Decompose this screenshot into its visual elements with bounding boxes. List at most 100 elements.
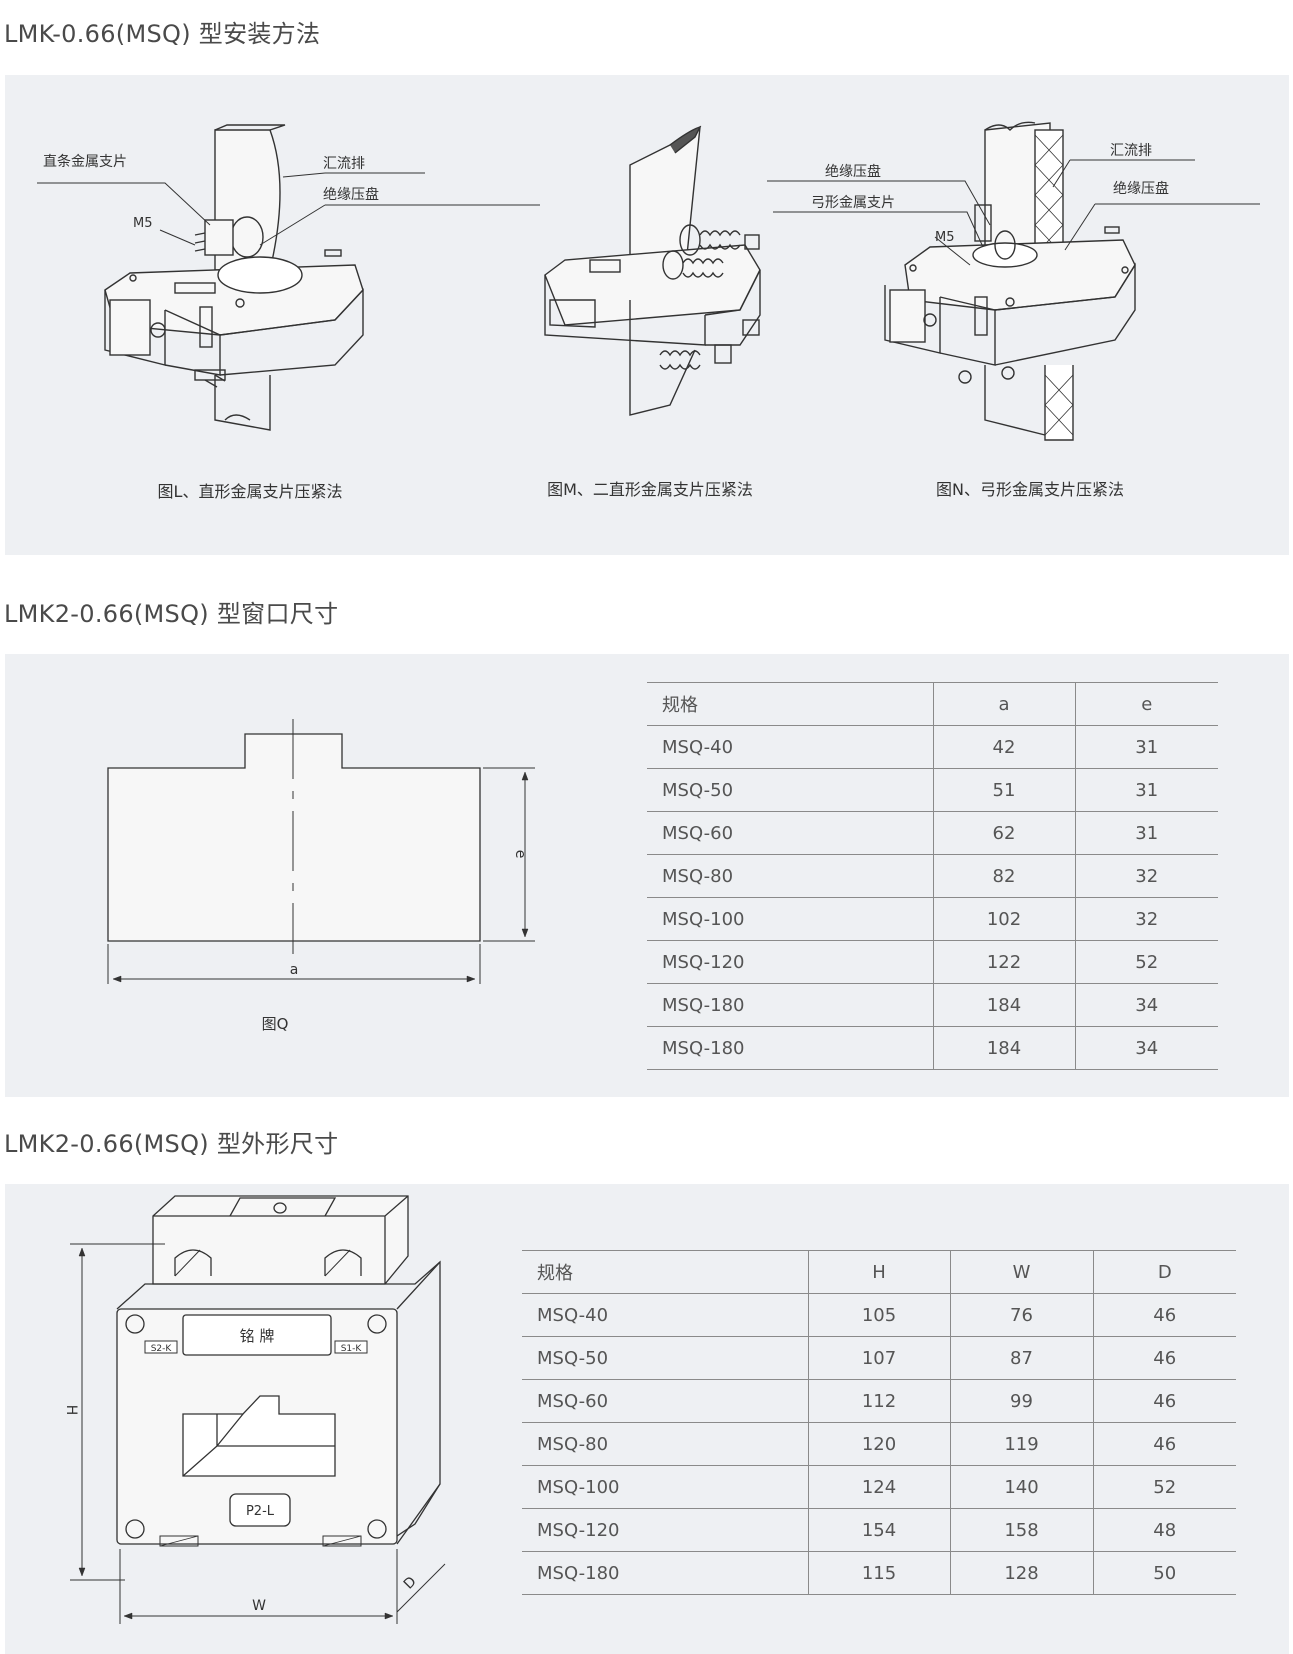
label-straight-plate: 直条金属支片 <box>43 153 127 170</box>
caption-fig-q: 图Q <box>261 1015 289 1033</box>
outline-diagram: 铭 牌 S2-K S1-K P2-L H W D <box>63 1195 446 1624</box>
cell-d: 50 <box>1092 1551 1236 1595</box>
cell-h: 112 <box>807 1379 950 1423</box>
label-disc-l: 绝缘压盘 <box>323 186 379 203</box>
cell-a: 122 <box>932 940 1075 984</box>
table-header-row: 规格 H W D <box>522 1250 1236 1294</box>
cell-e: 34 <box>1074 983 1218 1027</box>
caption-fig-m: 图M、二直形金属支片压紧法 <box>547 480 753 499</box>
cell-h: 154 <box>807 1508 950 1552</box>
outline-panel: 铭 牌 S2-K S1-K P2-L H W D 规格 H W D MSQ-40… <box>5 1184 1289 1654</box>
cell-h: 124 <box>807 1465 950 1509</box>
cell-w: 158 <box>949 1508 1093 1552</box>
label-bow-plate: 弓形金属支片 <box>811 195 895 211</box>
cell-d: 52 <box>1092 1465 1236 1509</box>
cell-e: 52 <box>1074 940 1218 984</box>
dim-e: e <box>512 850 528 859</box>
label-m5-l: M5 <box>133 216 153 231</box>
cell-spec: MSQ-80 <box>647 854 933 898</box>
label-busbar-n: 汇流排 <box>1110 143 1152 159</box>
cell-w: 99 <box>949 1379 1093 1423</box>
install-diagrams: 直条金属支片 汇流排 绝缘压盘 M5 绝缘压盘 弓形金属支片 M5 汇流排 绝缘… <box>37 121 1260 441</box>
section-title-install: LMK-0.66(MSQ) 型安装方法 <box>4 20 321 48</box>
cell-spec: MSQ-180 <box>522 1551 808 1595</box>
header-w: W <box>949 1250 1093 1294</box>
cell-e: 31 <box>1074 725 1218 769</box>
cell-h: 107 <box>807 1336 950 1380</box>
header-spec: 规格 <box>522 1250 808 1294</box>
cell-e: 31 <box>1074 768 1218 812</box>
cell-d: 46 <box>1092 1422 1236 1466</box>
cell-w: 76 <box>949 1293 1093 1337</box>
label-m5-n: M5 <box>935 230 955 245</box>
terminal-p2: P2-L <box>246 1504 275 1519</box>
cell-spec: MSQ-40 <box>647 725 933 769</box>
header-d: D <box>1092 1250 1236 1294</box>
cell-a: 184 <box>932 983 1075 1027</box>
cell-spec: MSQ-50 <box>522 1336 808 1380</box>
dim-h: H <box>63 1405 79 1416</box>
header-e: e <box>1074 682 1218 726</box>
label-busbar-l: 汇流排 <box>323 156 365 172</box>
cell-spec: MSQ-100 <box>522 1465 808 1509</box>
install-panel: 直条金属支片 汇流排 绝缘压盘 M5 绝缘压盘 弓形金属支片 M5 汇流排 绝缘… <box>5 75 1289 555</box>
table-header-row: 规格 a e <box>647 682 1218 726</box>
cell-e: 32 <box>1074 897 1218 941</box>
cell-e: 31 <box>1074 811 1218 855</box>
terminal-s1: S1-K <box>341 1344 363 1354</box>
cell-spec: MSQ-60 <box>522 1379 808 1423</box>
cell-a: 51 <box>932 768 1075 812</box>
cell-d: 46 <box>1092 1293 1236 1337</box>
header-h: H <box>807 1250 950 1294</box>
cell-w: 119 <box>949 1422 1093 1466</box>
dim-w: W <box>252 1598 266 1614</box>
cell-spec: MSQ-40 <box>522 1293 808 1337</box>
cell-d: 46 <box>1092 1379 1236 1423</box>
cell-d: 46 <box>1092 1336 1236 1380</box>
header-spec: 规格 <box>647 682 933 726</box>
cell-spec: MSQ-80 <box>522 1422 808 1466</box>
cell-w: 128 <box>949 1551 1093 1595</box>
cell-a: 102 <box>932 897 1075 941</box>
cell-w: 87 <box>949 1336 1093 1380</box>
caption-fig-l: 图L、直形金属支片压紧法 <box>157 482 343 501</box>
cell-e: 34 <box>1074 1026 1218 1070</box>
dim-d: D <box>401 1574 420 1593</box>
header-a: a <box>932 682 1075 726</box>
cell-a: 82 <box>932 854 1075 898</box>
label-disc-n: 绝缘压盘 <box>825 163 881 180</box>
label-disc2-n: 绝缘压盘 <box>1113 180 1169 197</box>
cell-spec: MSQ-180 <box>647 1026 933 1070</box>
cell-spec: MSQ-120 <box>522 1508 808 1552</box>
cell-a: 62 <box>932 811 1075 855</box>
cell-spec: MSQ-100 <box>647 897 933 941</box>
cell-h: 115 <box>807 1551 950 1595</box>
dim-a: a <box>290 962 299 978</box>
cell-spec: MSQ-60 <box>647 811 933 855</box>
window-diagram: a e <box>107 719 535 984</box>
cell-a: 184 <box>932 1026 1075 1070</box>
cell-a: 42 <box>932 725 1075 769</box>
cell-spec: MSQ-120 <box>647 940 933 984</box>
caption-fig-n: 图N、弓形金属支片压紧法 <box>936 480 1124 499</box>
terminal-s2: S2-K <box>151 1344 173 1354</box>
cell-e: 32 <box>1074 854 1218 898</box>
cell-d: 48 <box>1092 1508 1236 1552</box>
cell-h: 105 <box>807 1293 950 1337</box>
cell-w: 140 <box>949 1465 1093 1509</box>
nameplate-label: 铭 牌 <box>240 1327 275 1345</box>
